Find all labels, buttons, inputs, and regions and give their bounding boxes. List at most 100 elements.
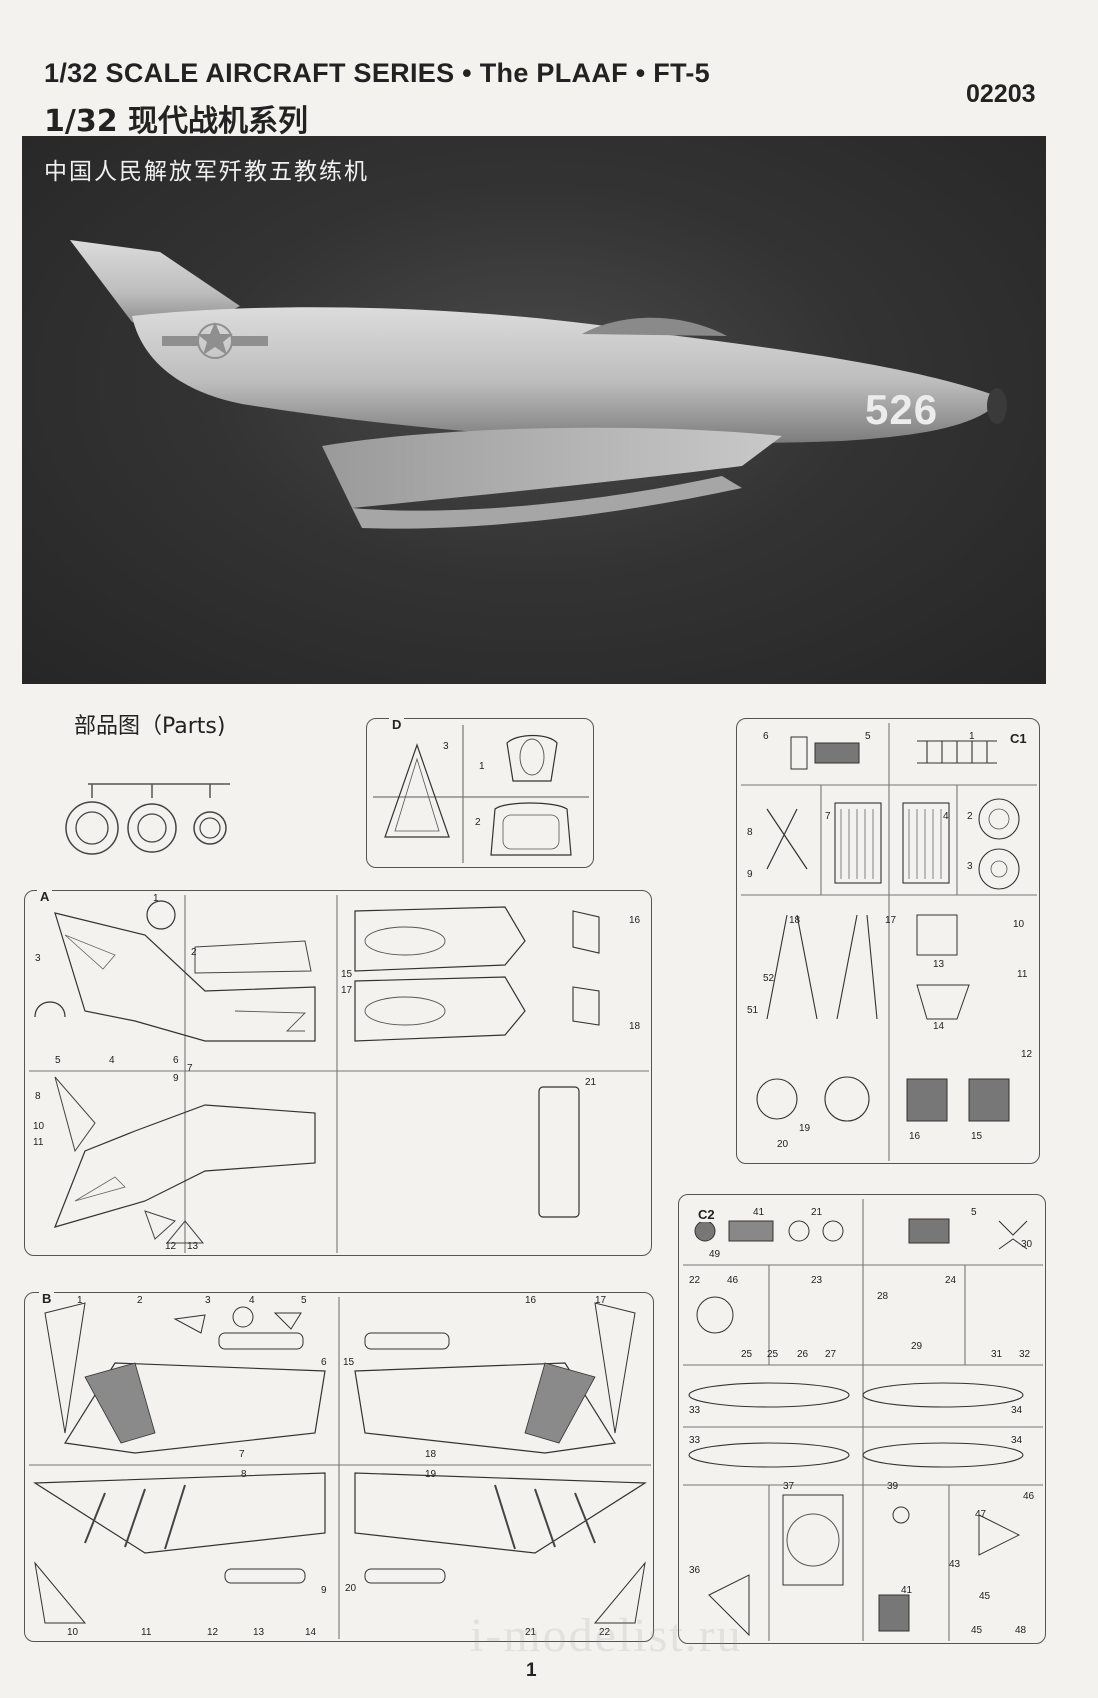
part-number-label: 18 [425, 1449, 437, 1460]
part-number-label: 9 [747, 869, 753, 880]
frame-letter-d: D [389, 717, 405, 732]
part-number-label: 10 [1013, 919, 1025, 930]
part-number-label: 2 [137, 1295, 143, 1306]
part-number-label: 48 [1015, 1625, 1027, 1636]
photo-caption: 中国人民解放军歼教五教练机 [44, 159, 369, 185]
part-number-label: 1 [77, 1295, 83, 1306]
part-number-label: 10 [67, 1627, 79, 1638]
part-number-label: 17 [885, 915, 897, 926]
product-code: 02203 [966, 80, 1036, 108]
part-number-label: 39 [887, 1481, 899, 1492]
part-number-label: 13 [933, 959, 945, 970]
part-number-label: 23 [811, 1275, 823, 1286]
part-number-label: 34 [1011, 1435, 1023, 1446]
wheel-parts [65, 783, 230, 855]
part-number-label: 15 [971, 1131, 983, 1142]
frame-letter-c1: C1 [1007, 731, 1030, 746]
part-number-label: 9 [321, 1585, 327, 1596]
part-number-label: 47 [975, 1509, 987, 1520]
part-number-label: 22 [689, 1275, 701, 1286]
aircraft-photo: 中国人民解放军歼教五教练机 526 [22, 136, 1046, 684]
part-number-label: 46 [1023, 1491, 1035, 1502]
part-number-label: 20 [777, 1139, 789, 1150]
sprue-frame-a: A 1 2 3 4 5 6 7 8 9 10 11 12 13 15 16 17… [24, 889, 652, 1256]
part-number-label: 9 [173, 1073, 179, 1084]
part-number-label: 7 [187, 1063, 193, 1074]
frame-letter-a: A [37, 889, 53, 904]
part-number-label: 21 [585, 1077, 597, 1088]
part-number-label: 33 [689, 1405, 701, 1416]
part-number-label: 5 [301, 1295, 307, 1306]
aircraft-number: 526 [865, 386, 939, 433]
part-number-label: 43 [949, 1559, 961, 1570]
part-number-label: 3 [35, 953, 41, 964]
part-number-label: 7 [825, 811, 831, 822]
part-number-label: 1 [969, 731, 975, 742]
part-number-label: 29 [911, 1341, 923, 1352]
part-number-label: 26 [797, 1349, 809, 1360]
part-number-label: 15 [341, 969, 353, 980]
part-number-label: 25 [767, 1349, 779, 1360]
part-number-label: 21 [811, 1207, 823, 1218]
part-number-label: 4 [943, 811, 949, 822]
part-number-label: 17 [341, 985, 353, 996]
part-number-label: 33 [689, 1435, 701, 1446]
part-number-label: 12 [1021, 1049, 1033, 1060]
part-number-label: 8 [35, 1091, 41, 1102]
part-number-label: 41 [753, 1207, 765, 1218]
part-number-label: 5 [971, 1207, 977, 1218]
part-number-label: 19 [799, 1123, 811, 1134]
part-number-label: 30 [1021, 1239, 1033, 1250]
part-number-label: 13 [187, 1241, 199, 1252]
part-number-label: 5 [865, 731, 871, 742]
sprue-frame-c2: C2 5 21 22 23 24 25 25 26 27 28 29 30 31… [678, 1194, 1046, 1644]
part-number-label: 49 [709, 1249, 721, 1260]
part-number-label: 3 [205, 1295, 211, 1306]
part-number-label: 14 [933, 1021, 945, 1032]
part-number-label: 13 [253, 1627, 265, 1638]
part-number-label: 5 [55, 1055, 61, 1066]
part-number-label: 12 [207, 1627, 219, 1638]
part-number-label: 10 [33, 1121, 45, 1132]
part-number-label: 34 [1011, 1405, 1023, 1416]
part-number-label: 15 [343, 1357, 355, 1368]
part-number-label: 12 [165, 1241, 177, 1252]
part-number-label: 16 [629, 915, 641, 926]
part-number-label: 6 [173, 1055, 179, 1066]
part-number-label: 45 [971, 1625, 983, 1636]
part-number-label: 2 [967, 811, 973, 822]
part-number-label: 45 [979, 1591, 991, 1602]
part-number-label: 37 [783, 1481, 795, 1492]
part-number-label: 1 [153, 893, 159, 904]
part-number-label: 11 [33, 1137, 44, 1148]
part-number-label: 25 [741, 1349, 753, 1360]
sprue-frame-c1: C1 1 2 3 4 5 6 7 8 9 10 11 12 13 14 15 1… [736, 718, 1040, 1164]
part-number-label: 8 [241, 1469, 247, 1480]
part-number-label: 19 [425, 1469, 437, 1480]
part-number-label: 46 [727, 1275, 739, 1286]
part-number-label: 16 [525, 1295, 537, 1306]
sprue-frame-b: B 1 2 3 4 5 6 7 8 9 10 11 12 13 14 15 16… [24, 1291, 654, 1642]
part-number-label: 2 [191, 947, 197, 958]
header-title-chinese: 1/32 现代战机系列 [44, 104, 309, 139]
frame-letter-b: B [39, 1291, 55, 1306]
part-number-label: 36 [689, 1565, 701, 1576]
part-number-label: 8 [747, 827, 753, 838]
part-number-label: 4 [109, 1055, 115, 1066]
part-number-label: 3 [443, 741, 449, 752]
part-number-label: 6 [763, 731, 769, 742]
part-number-label: 1 [479, 761, 485, 772]
part-number-label: 32 [1019, 1349, 1031, 1360]
header-title-english: 1/32 SCALE AIRCRAFT SERIES • The PLAAF •… [44, 58, 710, 88]
part-number-label: 27 [825, 1349, 837, 1360]
part-number-label: 22 [599, 1627, 611, 1638]
part-number-label: 21 [525, 1627, 537, 1638]
sprue-frame-d: D 3 1 2 [366, 717, 594, 868]
part-number-label: 18 [789, 915, 801, 926]
part-number-label: 4 [249, 1295, 255, 1306]
part-number-label: 52 [763, 973, 775, 984]
part-number-label: 24 [945, 1275, 957, 1286]
part-number-label: 41 [901, 1585, 913, 1596]
part-number-label: 7 [239, 1449, 245, 1460]
part-number-label: 51 [747, 1005, 759, 1016]
